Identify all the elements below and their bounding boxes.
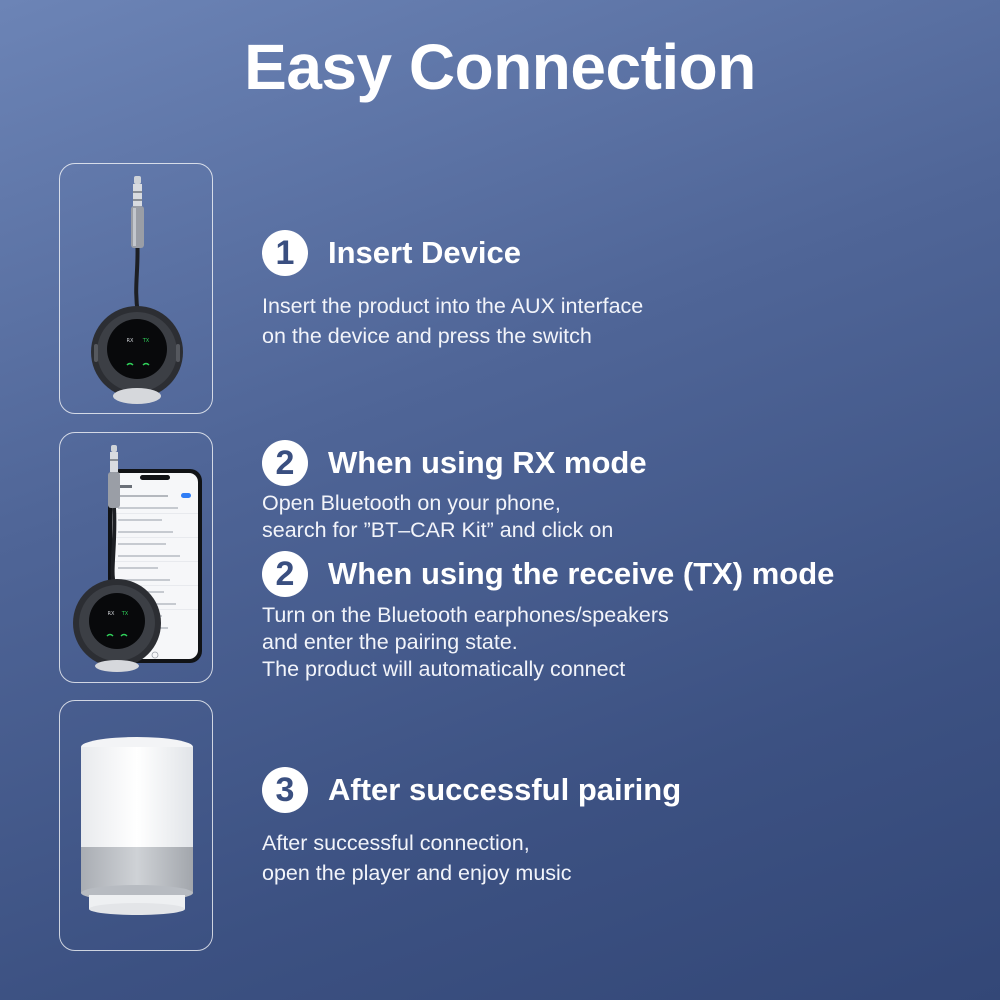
step-2-rx-heading: 2 When using RX mode bbox=[262, 440, 647, 486]
step-number-badge: 1 bbox=[262, 230, 308, 276]
rx-indicator-label: RX bbox=[108, 611, 115, 617]
step-title: Insert Device bbox=[328, 235, 521, 270]
page-title: Easy Connection bbox=[244, 31, 756, 103]
description-line: Open Bluetooth on your phone, bbox=[262, 491, 561, 515]
description-line: open the player and enjoy music bbox=[262, 861, 572, 885]
step-2-rx-description: Open Bluetooth on your phone, search for… bbox=[262, 490, 613, 544]
description-line: and enter the pairing state. bbox=[262, 630, 518, 654]
description-line: search for ”BT–CAR Kit” and click on bbox=[262, 518, 614, 542]
step-number-badge: 3 bbox=[262, 767, 308, 813]
device-image-card: RX TX bbox=[59, 163, 213, 414]
speaker-image-card bbox=[59, 700, 213, 951]
step-2-tx-description: Turn on the Bluetooth earphones/speakers… bbox=[262, 602, 669, 683]
step-title: After successful pairing bbox=[328, 772, 682, 807]
phone-pairing-image-card: RX TX bbox=[59, 432, 213, 683]
step-1-description: Insert the product into the AUX interfac… bbox=[262, 291, 643, 351]
bluetooth-device-icon: RX TX bbox=[73, 579, 161, 672]
rx-indicator-label: RX bbox=[127, 338, 134, 344]
tx-indicator-label: TX bbox=[142, 338, 150, 344]
step-3-heading: 3 After successful pairing bbox=[262, 767, 681, 813]
description-line: on the device and press the switch bbox=[262, 324, 592, 348]
description-line: After successful connection, bbox=[262, 831, 530, 855]
aux-plug-icon: RX TX bbox=[91, 176, 183, 404]
description-line: The product will automatically connect bbox=[262, 657, 626, 681]
step-title: When using RX mode bbox=[328, 445, 647, 480]
step-number-badge: 2 bbox=[262, 551, 308, 597]
description-line: Turn on the Bluetooth earphones/speakers bbox=[262, 603, 669, 627]
tx-indicator-label: TX bbox=[121, 611, 129, 617]
step-title: When using the receive (TX) mode bbox=[328, 556, 835, 591]
step-3-description: After successful connection, open the pl… bbox=[262, 828, 572, 888]
description-line: Insert the product into the AUX interfac… bbox=[262, 294, 644, 318]
speaker-icon bbox=[81, 737, 193, 915]
step-number-badge: 2 bbox=[262, 440, 308, 486]
step-2-tx-heading: 2 When using the receive (TX) mode bbox=[262, 551, 834, 597]
step-1-heading: 1 Insert Device bbox=[262, 230, 521, 276]
smartphone-icon: RX TX bbox=[73, 445, 202, 672]
